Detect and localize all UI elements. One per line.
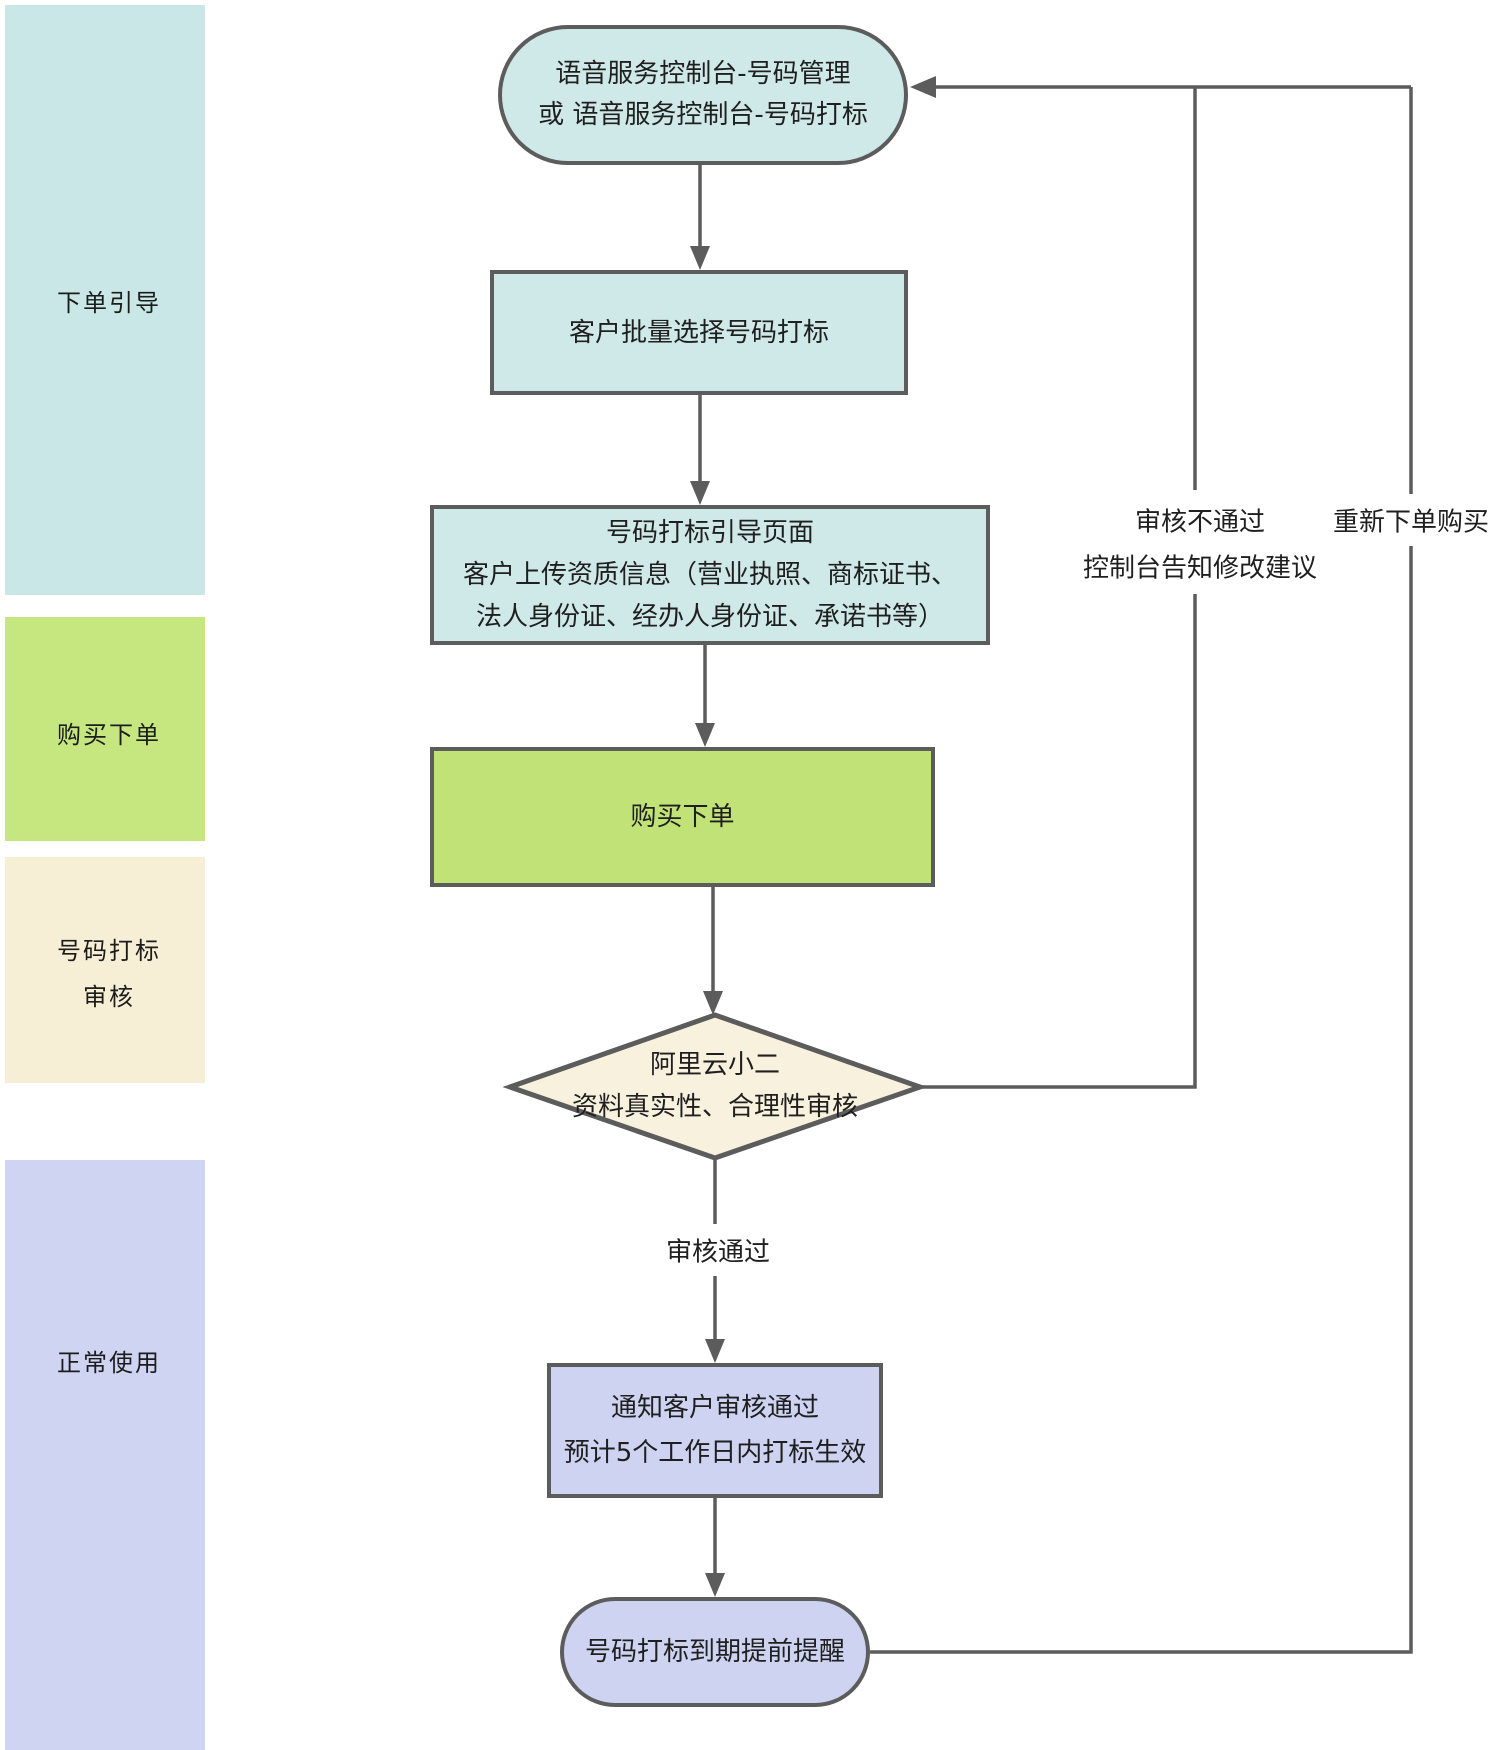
lane-tagging-review — [5, 857, 205, 1083]
arrowhead-into-entry — [910, 76, 936, 98]
node-review-line2: 资料真实性、合理性审核 — [571, 1092, 858, 1122]
node-batch-select: 客户批量选择号码打标 — [490, 270, 908, 395]
node-upload-line2: 客户上传资质信息（营业执照、商标证书、 — [462, 560, 957, 590]
node-upload-qualification: 号码打标引导页面 客户上传资质信息（营业执照、商标证书、 法人身份证、经办人身份… — [430, 505, 990, 645]
node-purchase-order-label: 购买下单 — [630, 802, 735, 832]
lane-label-normal-use: 正常使用 — [57, 1349, 161, 1377]
arrowhead-into-select — [690, 246, 710, 270]
node-console-entry-line1: 语音服务控制台-号码管理 — [555, 59, 851, 89]
node-review-decision: 阿里云小二 资料真实性、合理性审核 — [505, 1044, 925, 1128]
node-batch-select-label: 客户批量选择号码打标 — [568, 317, 829, 348]
node-notify-line2: 预计5个工作日内打标生效 — [563, 1437, 867, 1468]
arrowhead-into-upload — [690, 481, 710, 505]
lane-label-order-guidance: 下单引导 — [57, 289, 161, 317]
edge-label-repurchase: 重新下单购买 — [1324, 499, 1498, 541]
edge-label-rejected-line1: 审核不通过 — [1126, 499, 1274, 541]
lane-label-tagging-review-line1: 号码打标 — [57, 937, 161, 965]
arrowhead-into-review — [703, 991, 723, 1015]
node-upload-line3: 法人身份证、经办人身份证、承诺书等） — [475, 602, 944, 632]
node-console-entry-line2: 或 语音服务控制台-号码打标 — [538, 100, 868, 130]
lane-order-guidance — [5, 5, 205, 595]
lane-label-purchase-order: 购买下单 — [57, 721, 161, 749]
edge-rejected-lower — [920, 594, 1197, 1089]
lane-normal-use — [5, 1160, 205, 1750]
edge-label-rejected-line2: 控制台告知修改建议 — [1074, 545, 1326, 587]
arrowhead-into-notify — [705, 1339, 725, 1363]
node-console-entry: 语音服务控制台-号码管理 或 语音服务控制台-号码打标 — [498, 25, 908, 165]
node-expiry-reminder: 号码打标到期提前提醒 — [560, 1597, 870, 1707]
node-notify-approved: 通知客户审核通过 预计5个工作日内打标生效 — [547, 1363, 883, 1498]
node-review-diamond-shape — [502, 1012, 928, 1161]
arrowhead-into-remind — [705, 1573, 725, 1597]
lane-label-tagging-review-line2: 审核 — [83, 983, 135, 1011]
edge-label-approved: 审核通过 — [657, 1229, 779, 1271]
node-review-line1: 阿里云小二 — [649, 1050, 780, 1080]
arrowhead-into-purchase — [695, 723, 715, 747]
edge-repurchase-lower — [870, 546, 1413, 1654]
node-notify-line1: 通知客户审核通过 — [610, 1392, 819, 1423]
node-purchase-order: 购买下单 — [430, 747, 935, 887]
lane-purchase-order — [5, 617, 205, 841]
node-upload-line1: 号码打标引导页面 — [605, 518, 814, 548]
node-expiry-reminder-label: 号码打标到期提前提醒 — [584, 1637, 845, 1667]
